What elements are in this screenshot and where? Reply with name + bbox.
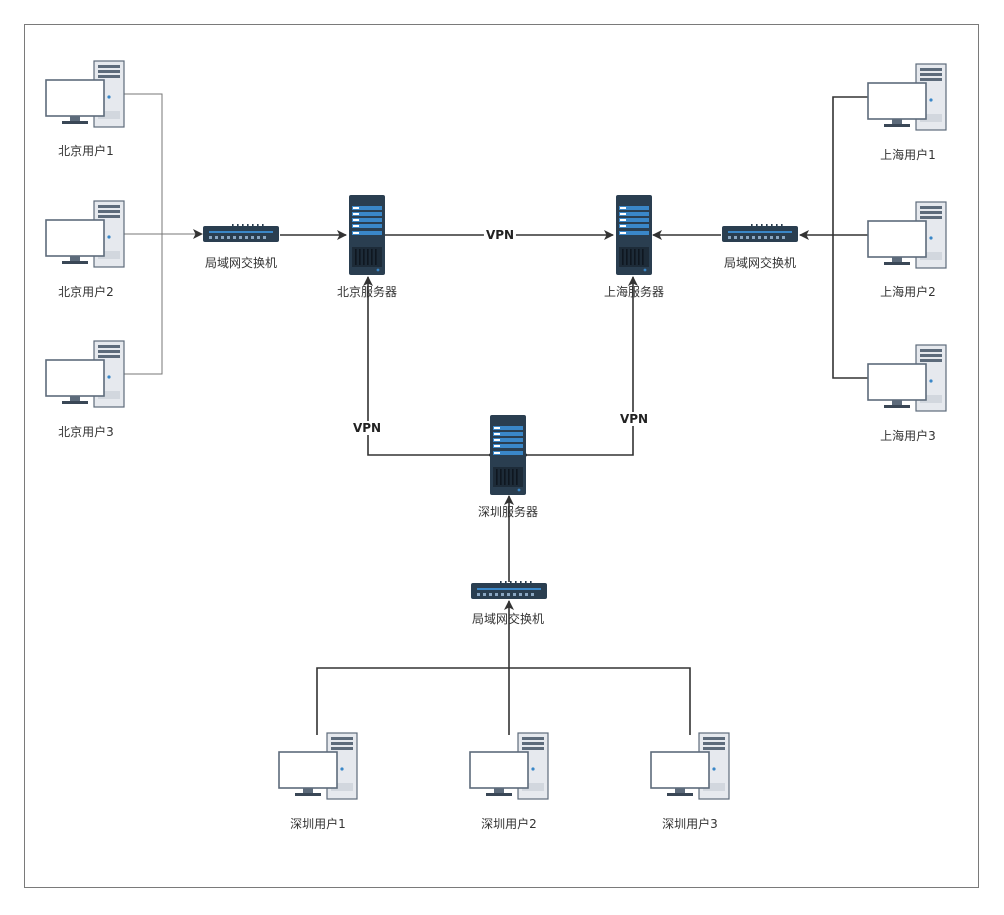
desktop-computer-icon [278, 732, 358, 800]
edge-label-vpn-bj-sz: VPN [350, 421, 384, 435]
node-label-bj-switch: 局域网交换机 [204, 256, 278, 270]
edge-label-vpn-sh-sz: VPN [617, 412, 651, 426]
node-label-sz-server: 深圳服务器 [477, 505, 539, 519]
node-label-sh-user1: 上海用户1 [880, 148, 936, 162]
node-label-bj-user2: 北京用户2 [58, 285, 114, 299]
wire-vpn-sh-sz [519, 276, 638, 460]
node-label-sz-user2: 深圳用户2 [481, 817, 537, 831]
node-label-sz-user1: 深圳用户1 [290, 817, 346, 831]
wire-sh-bus [832, 96, 870, 379]
wire-vpn-bj-sz [363, 276, 497, 460]
wire-sz-bus [316, 667, 691, 735]
network-switch-icon [203, 224, 279, 242]
server-rack-icon [616, 195, 652, 275]
desktop-computer-icon [867, 63, 947, 131]
network-switch-icon [722, 224, 798, 242]
node-label-sz-switch: 局域网交换机 [471, 612, 545, 626]
node-label-sh-user3: 上海用户3 [880, 429, 936, 443]
server-rack-icon [349, 195, 385, 275]
edge-label-vpn-bj-sh: VPN [483, 228, 517, 242]
network-switch-icon [471, 581, 547, 599]
node-label-bj-server: 北京服务器 [336, 285, 398, 299]
desktop-computer-icon [45, 340, 125, 408]
desktop-computer-icon [650, 732, 730, 800]
desktop-computer-icon [867, 344, 947, 412]
desktop-computer-icon [45, 200, 125, 268]
node-label-bj-user3: 北京用户3 [58, 425, 114, 439]
node-label-sh-switch: 局域网交换机 [723, 256, 797, 270]
desktop-computer-icon [867, 201, 947, 269]
server-rack-icon [490, 415, 526, 495]
node-label-sz-user3: 深圳用户3 [662, 817, 718, 831]
desktop-computer-icon [45, 60, 125, 128]
node-label-bj-user1: 北京用户1 [58, 144, 114, 158]
node-label-sh-user2: 上海用户2 [880, 285, 936, 299]
desktop-computer-icon [469, 732, 549, 800]
node-label-sh-server: 上海服务器 [603, 285, 665, 299]
